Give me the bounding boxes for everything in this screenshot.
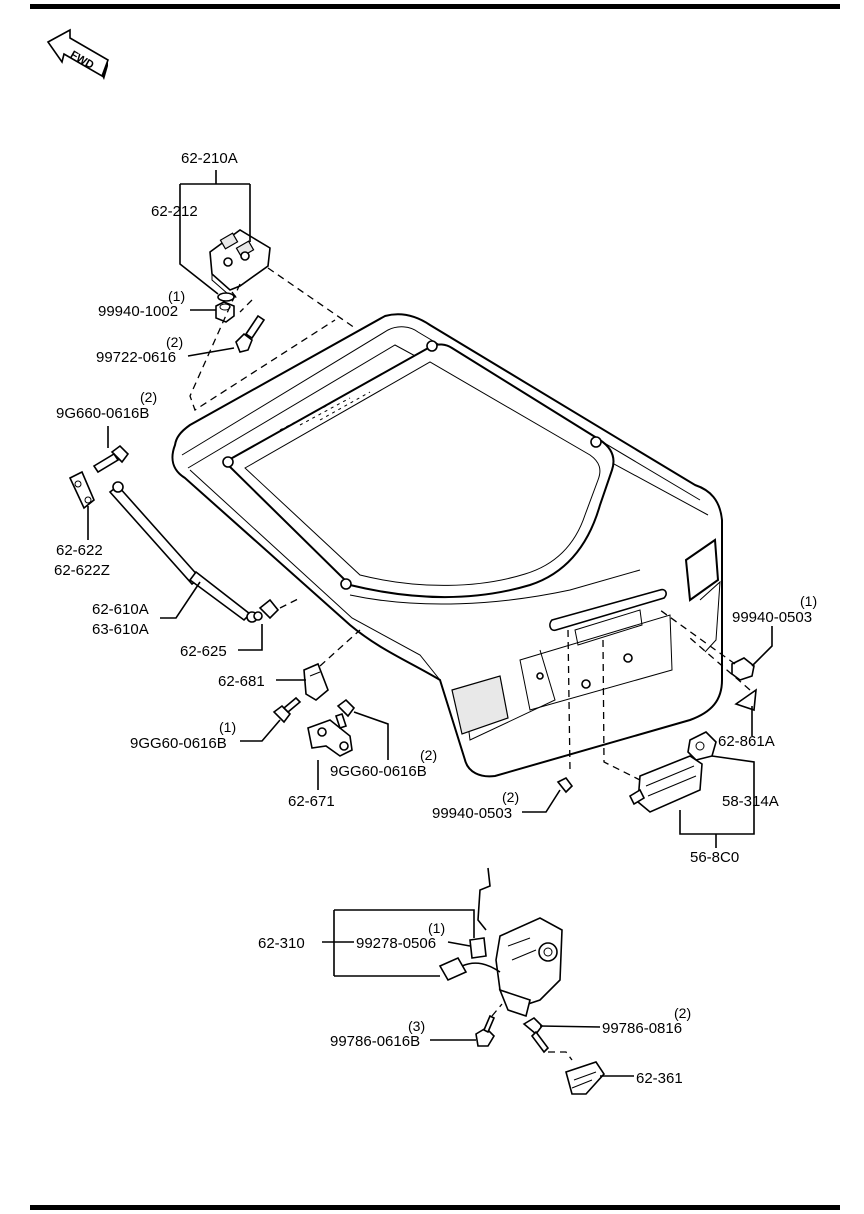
label-62-310: 62-310 <box>258 935 305 952</box>
bottom-border <box>30 1205 840 1210</box>
label-99722-0616: 99722-0616 <box>96 349 176 366</box>
liftgate-panel <box>171 313 723 778</box>
rod-clip-part <box>469 937 487 959</box>
label-99940-1002: 99940-1002 <box>98 303 178 320</box>
bumper-stopper-part <box>303 662 329 701</box>
label-62-212: 62-212 <box>151 203 198 220</box>
qty-9GG60-0616B-a: (1) <box>219 719 236 735</box>
strut-bracket-part <box>68 470 95 510</box>
emblem-part <box>734 688 757 712</box>
nut-clip-part <box>731 657 755 681</box>
small-bolt-part <box>272 696 302 724</box>
label-62-610A: 62-610A <box>92 601 149 618</box>
label-9GG60-0616B-b: 9GG60-0616B <box>330 763 427 780</box>
label-62-622Z: 62-622Z <box>54 562 110 579</box>
label-9G660-0616B: 9G660-0616B <box>56 405 149 422</box>
striker-part <box>565 1061 606 1095</box>
switch-part <box>687 731 717 761</box>
latch-bolt-right-part <box>522 1016 550 1054</box>
washer-part <box>217 292 235 302</box>
label-99278-0506: 99278-0506 <box>356 935 436 952</box>
latch-bolt-left-part <box>475 1014 496 1047</box>
gas-strut-part <box>108 481 258 623</box>
label-99940-0503-a: 99940-0503 <box>732 609 812 626</box>
fwd-arrow-icon: FWD <box>46 28 109 80</box>
label-62-681: 62-681 <box>218 673 265 690</box>
label-63-610A: 63-610A <box>92 621 149 638</box>
callout-labels: 62-210A 62-212 (1) 99940-1002 (2) 99722-… <box>54 150 817 1087</box>
top-border <box>30 4 840 9</box>
strut-screw-part <box>92 444 130 474</box>
ball-stud-part <box>253 598 280 621</box>
label-62-671: 62-671 <box>288 793 335 810</box>
hinge-part <box>209 229 271 295</box>
qty-99722-0616: (2) <box>166 334 183 350</box>
label-62-861A: 62-861A <box>718 733 775 750</box>
qty-99940-0503-a: (1) <box>800 593 817 609</box>
qty-99786-0816: (2) <box>674 1005 691 1021</box>
label-9GG60-0616B-a: 9GG60-0616B <box>130 735 227 752</box>
bracket-part <box>307 719 353 757</box>
clip-part <box>556 776 574 794</box>
latch-part <box>495 917 563 1018</box>
label-62-361: 62-361 <box>636 1070 683 1087</box>
label-99786-0616B: 99786-0616B <box>330 1033 420 1050</box>
bracket-bolt-part <box>334 698 356 730</box>
bolt-part <box>235 314 266 353</box>
label-62-210A: 62-210A <box>181 150 238 167</box>
qty-9G660-0616B: (2) <box>140 389 157 405</box>
qty-99940-0503-b: (2) <box>502 789 519 805</box>
label-99940-0503-b: 99940-0503 <box>432 805 512 822</box>
qty-99786-0616B: (3) <box>408 1018 425 1034</box>
label-58-314A: 58-314A <box>722 793 779 810</box>
leader-lines <box>87 170 773 1077</box>
label-99786-0816: 99786-0816 <box>602 1020 682 1037</box>
latch-rod-part <box>477 867 491 931</box>
label-62-622: 62-622 <box>56 542 103 559</box>
label-56-8C0: 56-8C0 <box>690 849 739 866</box>
connector-part <box>438 956 501 982</box>
qty-99278-0506: (1) <box>428 920 445 936</box>
label-62-625: 62-625 <box>180 643 227 660</box>
handle-part <box>628 755 703 813</box>
qty-99940-1002: (1) <box>168 288 185 304</box>
qty-9GG60-0616B-b: (2) <box>420 747 437 763</box>
